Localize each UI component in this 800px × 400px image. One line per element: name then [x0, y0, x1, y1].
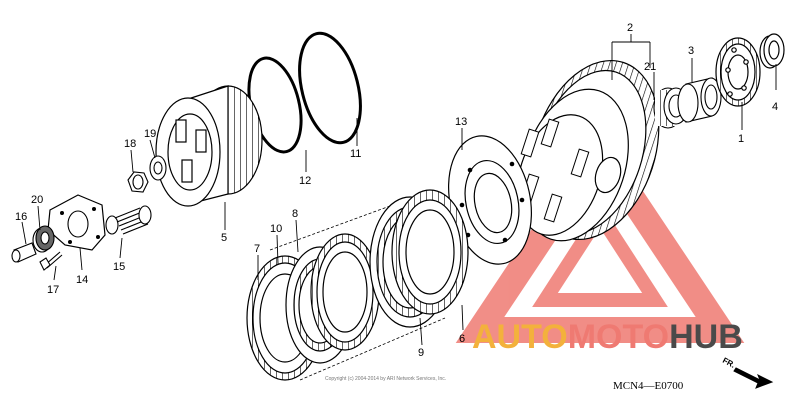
clutch-springs [105, 205, 152, 235]
callout-14: 14 [76, 274, 88, 286]
front-direction-arrow: FR. [721, 356, 774, 389]
callout-3: 3 [688, 45, 694, 57]
large-o-ring [298, 31, 362, 145]
callout-6: 6 [459, 333, 465, 345]
callout-16: 16 [15, 211, 27, 223]
copyright-text: Copyright (c) 2004-2014 by ARI Network S… [325, 376, 446, 382]
release-bearing [32, 225, 55, 253]
lock-washer [149, 155, 167, 181]
lifter-pin [11, 242, 37, 263]
thrust-washer [759, 33, 785, 69]
callout-5: 5 [221, 232, 227, 244]
callout-21: 21 [644, 61, 656, 73]
callout-20: 20 [31, 194, 43, 206]
callout-18: 18 [124, 138, 136, 150]
sprocket-gear [715, 37, 761, 107]
callout-10: 10 [270, 223, 282, 235]
callout-2: 2 [627, 22, 633, 34]
flange-bolt [39, 251, 63, 271]
callout-numbers: 2 3 21 4 1 13 19 18 11 12 5 20 16 17 14 … [15, 22, 778, 359]
collar [677, 77, 722, 123]
clutch-center-hub [155, 85, 263, 207]
callout-1: 1 [738, 133, 744, 145]
front-label: FR. [721, 356, 737, 370]
watermark-auto: AUTO [472, 318, 568, 356]
watermark-triangle [455, 126, 745, 343]
watermark-moto: MOTO [568, 318, 669, 356]
svg-text:AUTOMOTOHUB: AUTOMOTOHUB [472, 318, 743, 356]
callout-12: 12 [299, 175, 311, 187]
callout-7: 7 [254, 243, 260, 255]
clutch-outer-assembly [516, 59, 660, 242]
callout-19: 19 [144, 128, 156, 140]
callout-15: 15 [113, 261, 125, 273]
clutch-plate-stack [246, 189, 469, 381]
lock-nut [127, 171, 149, 193]
drawing-code: MCN4—E0700 [613, 380, 684, 392]
callout-13: 13 [455, 116, 467, 128]
watermark-hub: HUB [669, 318, 743, 356]
callout-4: 4 [772, 101, 778, 113]
callout-9: 9 [418, 347, 424, 359]
leader-lines [21, 34, 777, 346]
callout-8: 8 [292, 208, 298, 220]
callout-17: 17 [47, 284, 59, 296]
watermark-logo: AUTOMOTOHUB [472, 318, 743, 356]
callout-11: 11 [350, 148, 361, 160]
